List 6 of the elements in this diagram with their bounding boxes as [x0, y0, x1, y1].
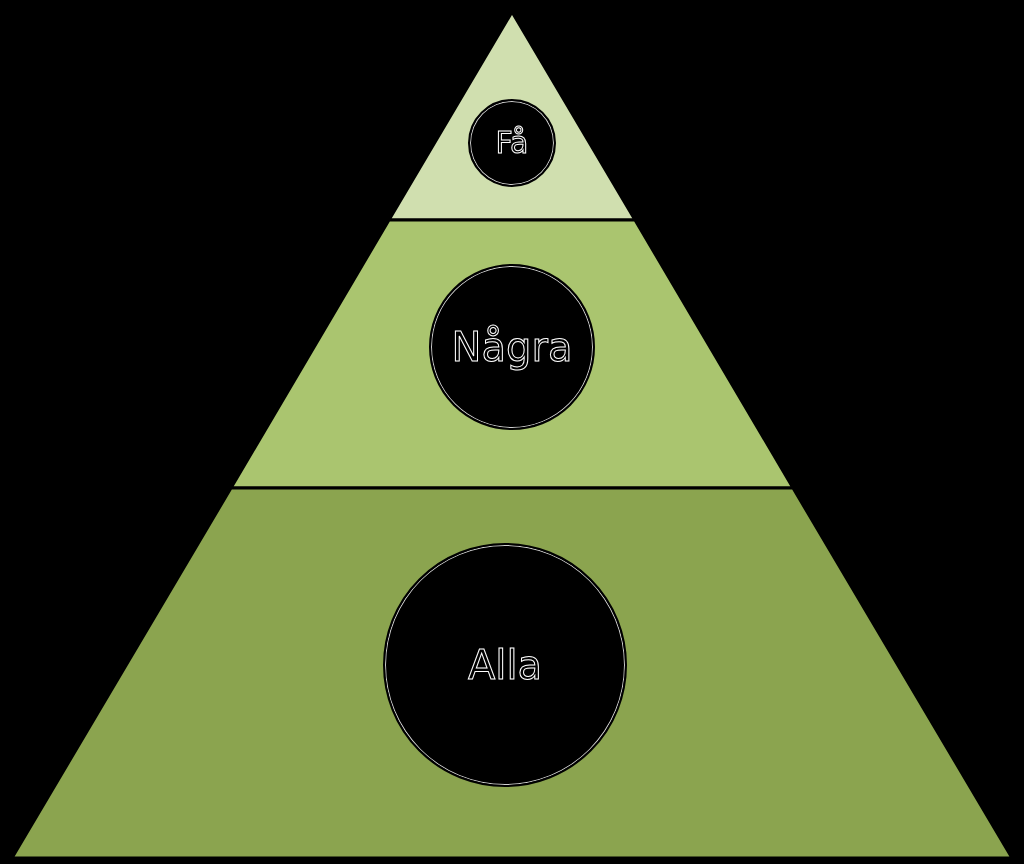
tier-label: Alla: [467, 642, 543, 688]
tier-label: Några: [451, 324, 573, 370]
pyramid-top-tier: [389, 12, 635, 220]
pyramid-base-tier: [12, 488, 1012, 858]
pyramid-middle-tier: [231, 220, 793, 488]
tier-label: Få: [495, 125, 529, 161]
